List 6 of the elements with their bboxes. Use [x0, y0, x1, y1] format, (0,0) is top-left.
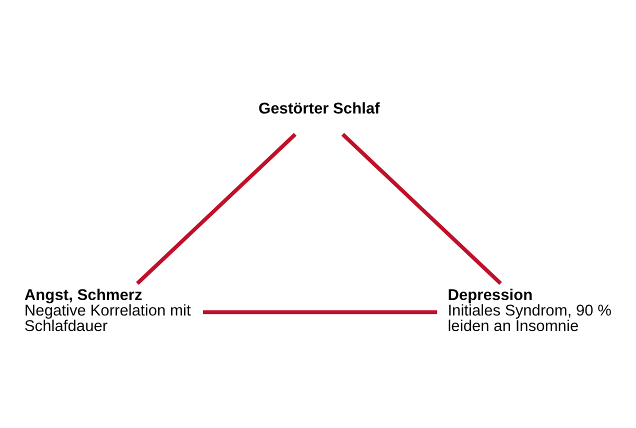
connector — [202, 310, 438, 314]
node-text: Depression Initiales Syndrom, 90 % leiden an Insomnie — [448, 286, 612, 336]
connector — [136, 132, 297, 285]
connector — [341, 132, 502, 285]
node-text: Gestörter Schlaf — [258, 100, 380, 118]
node-text: Angst, Schmerz Negative Korrelation mit Schlafdauer — [24, 286, 191, 336]
